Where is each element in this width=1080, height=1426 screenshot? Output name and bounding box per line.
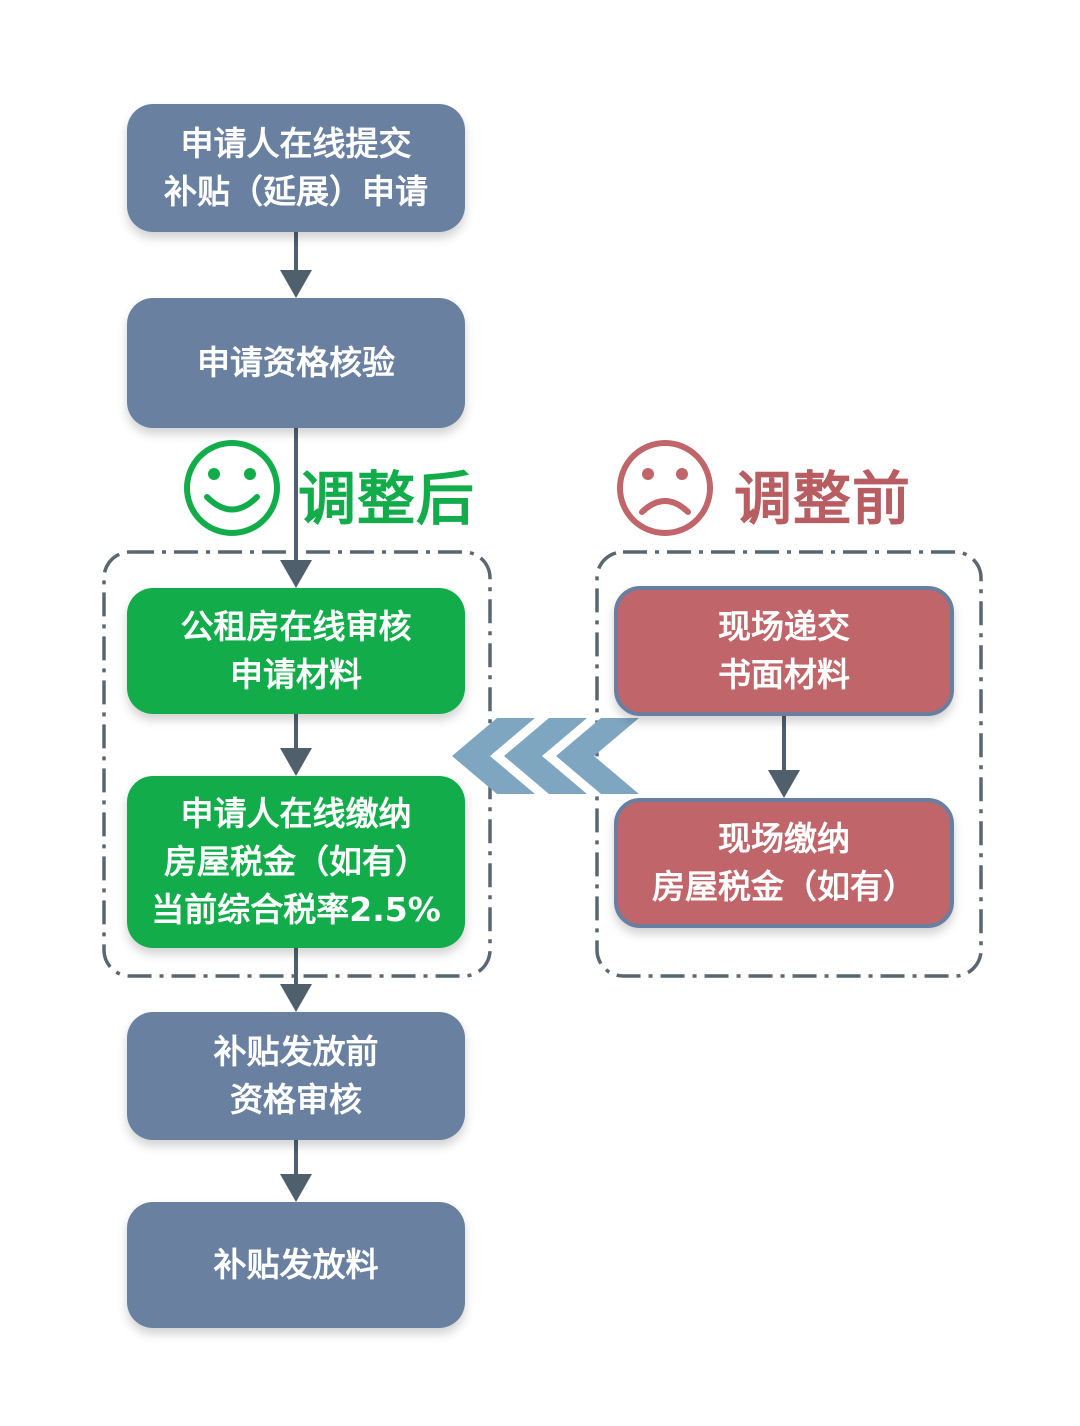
smiley-face-icon — [184, 440, 280, 536]
step-eligibility-check: 申请资格核验 — [127, 298, 465, 428]
after-label: 调整后 — [298, 465, 476, 533]
step-online-payment-line2: 房屋税金（如有） — [164, 842, 428, 882]
step-pre-release-line2: 资格审核 — [230, 1080, 362, 1119]
step-onsite-submit-line2: 书面材料 — [718, 655, 850, 694]
step-release-subsidy: 补贴发放料 — [127, 1202, 465, 1328]
step-online-payment: 申请人在线缴纳 房屋税金（如有） 当前综合税率2.5% — [127, 776, 465, 948]
step-eligibility-line1: 申请资格核验 — [197, 343, 395, 383]
step-online-review-line1: 公租房在线审核 — [180, 607, 412, 647]
step-onsite-submit: 现场递交 书面材料 — [614, 586, 954, 716]
step-pre-release-review: 补贴发放前 资格审核 — [127, 1012, 465, 1140]
step-online-payment-line1: 申请人在线缴纳 — [180, 794, 412, 834]
step-online-review-line2: 申请材料 — [230, 655, 362, 694]
step-submit-line1: 申请人在线提交 — [180, 124, 412, 164]
before-label: 调整前 — [734, 465, 912, 533]
step-submit-application: 申请人在线提交 补贴（延展）申请 — [127, 104, 465, 232]
step-onsite-payment: 现场缴纳 房屋税金（如有） — [614, 798, 954, 928]
step-online-payment-line3: 当前综合税率2.5% — [151, 889, 441, 929]
step-online-review: 公租房在线审核 申请材料 — [127, 588, 465, 714]
flow-arrows — [280, 232, 800, 1202]
step-pre-release-line1: 补贴发放前 — [213, 1032, 379, 1072]
step-onsite-payment-line1: 现场缴纳 — [718, 819, 850, 859]
step-submit-line2: 补贴（延展）申请 — [164, 172, 428, 211]
step-release-line1: 补贴发放料 — [213, 1245, 379, 1285]
chevron-left-arrows-icon — [452, 718, 639, 794]
sad-face-icon — [617, 440, 713, 536]
step-onsite-payment-line2: 房屋税金（如有） — [652, 867, 916, 906]
step-onsite-submit-line1: 现场递交 — [718, 607, 850, 647]
